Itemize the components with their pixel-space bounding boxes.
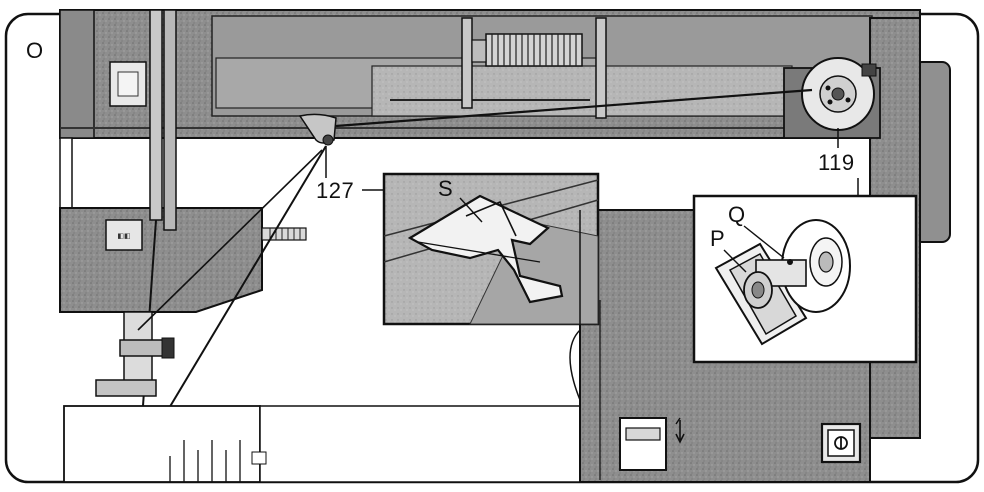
inset-thread-guide-detail <box>382 172 600 326</box>
callout-119: 119 <box>818 150 855 175</box>
bobbin-winder-icon <box>783 57 881 139</box>
needle-plate <box>63 405 581 483</box>
callout-p-leader <box>723 249 747 273</box>
spool-pin-icon <box>461 17 607 119</box>
callout-q-leader <box>743 225 785 259</box>
svg-text:◧◧: ◧◧ <box>117 233 130 240</box>
thread-line-lower <box>149 145 327 441</box>
callout-s-leader <box>459 197 483 223</box>
callout-127: 127 <box>316 178 355 203</box>
thread-guide-icon <box>298 113 337 146</box>
inset-label-p: P <box>710 226 725 251</box>
inset-label-q: Q <box>728 202 746 227</box>
corner-mark: O <box>26 38 44 63</box>
power-switch-icon <box>820 422 862 464</box>
inset-bobbin-detail <box>692 194 918 364</box>
machine-head: ◧◧ <box>59 137 307 313</box>
bobbin-switch-icon <box>619 417 685 471</box>
inset-label-s: S <box>438 176 453 201</box>
thread-line-upper <box>335 88 813 128</box>
thread-line-lower-2 <box>137 149 323 331</box>
